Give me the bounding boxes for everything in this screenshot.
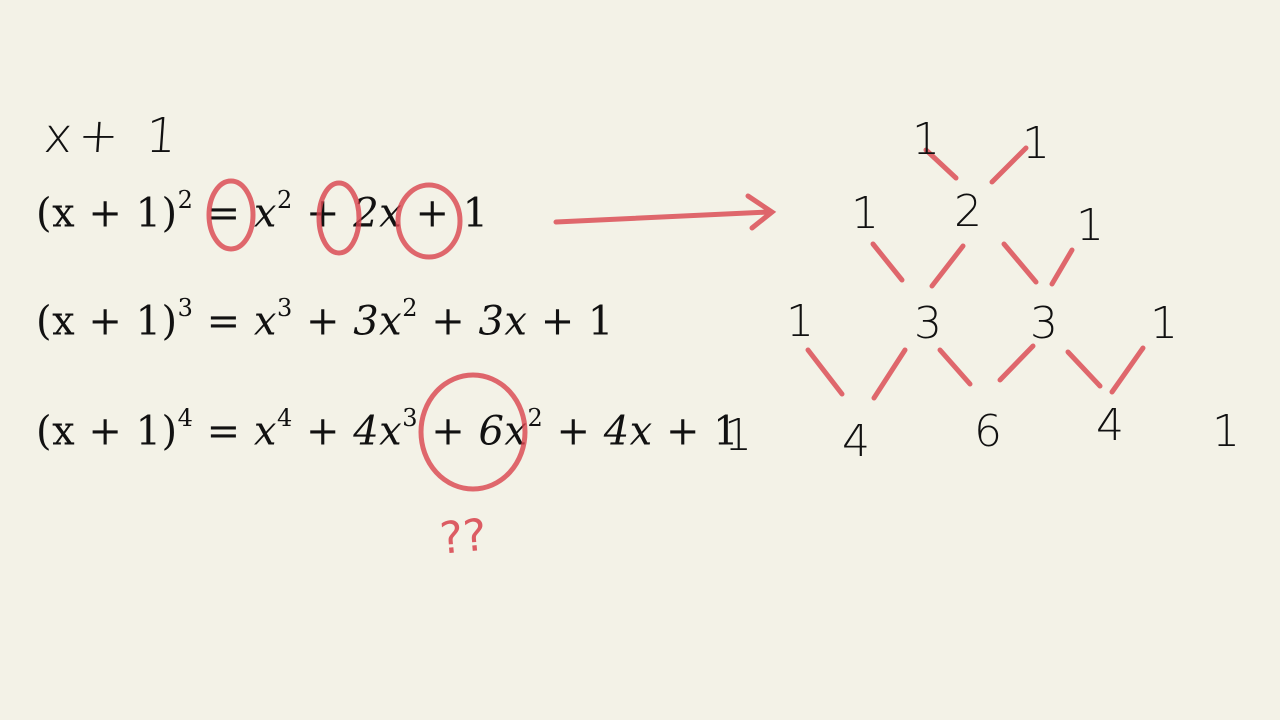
pascal-r1-c2: 1	[1076, 200, 1104, 251]
marker-circle-6x2	[418, 372, 528, 492]
term: 1	[462, 190, 489, 237]
question-annotation: ??	[438, 510, 489, 565]
pascal-r1-c1: 2	[954, 186, 982, 237]
operator: +	[665, 408, 700, 455]
exponent: 4	[177, 404, 194, 432]
pascal-r1-c0: 1	[851, 188, 879, 239]
pascal-r2-c2: 3	[1030, 298, 1058, 349]
marker-circle-1	[206, 178, 256, 252]
exponent: 3	[276, 294, 293, 322]
pascal-r3-c2: 6	[974, 406, 1002, 457]
exponent: 2	[177, 186, 194, 214]
pascal-r2-c1: 3	[914, 298, 942, 349]
equals: =	[206, 298, 241, 345]
operator: +	[556, 408, 591, 455]
term: 3x	[353, 298, 403, 345]
exponent: 2	[402, 294, 418, 322]
lhs: (x + 1)	[36, 408, 178, 455]
operator: +	[431, 408, 466, 455]
equation-cube: (x + 1)3 = x3 + 3x2 + 3x + 1	[36, 294, 614, 345]
exponent: 2	[276, 186, 293, 214]
pascal-r0-c1: 1	[1022, 118, 1050, 169]
marker-circle-3	[395, 182, 463, 260]
term: 4x	[353, 408, 403, 455]
exponent: 3	[402, 404, 418, 432]
exponent: 2	[527, 404, 544, 432]
pascal-r3-c1: 4	[842, 416, 870, 467]
pascal-r0-c0: 1	[912, 114, 940, 165]
marker-pascal-links	[805, 145, 1146, 401]
pascal-r2-c3: 1	[1150, 298, 1178, 349]
term: 3x	[478, 298, 528, 345]
equation-square: (x + 1)2 = x2 + 2x + 1	[36, 186, 489, 237]
term: 1	[713, 408, 740, 455]
operator: +	[540, 298, 575, 345]
operator: +	[431, 298, 466, 345]
exponent: 4	[276, 404, 293, 432]
equation-fourth-power: (x + 1)4 = x4 + 4x3 + 6x2 + 4x + 1	[36, 404, 740, 455]
term: x	[253, 190, 277, 237]
operator: +	[305, 298, 340, 345]
pascal-r2-c0: 1	[786, 296, 814, 347]
pascal-r3-c4: 1	[1212, 406, 1240, 457]
lhs: (x + 1)	[36, 190, 178, 237]
term: x	[253, 408, 277, 455]
term: 1	[587, 298, 614, 345]
term: 4x	[603, 408, 653, 455]
pascal-r3-c0: 1	[724, 410, 752, 461]
exponent: 3	[177, 294, 194, 322]
operator: +	[305, 408, 340, 455]
term: x	[253, 298, 277, 345]
operator: +	[415, 190, 450, 237]
lhs: (x + 1)	[36, 298, 178, 345]
marker-arrow	[553, 193, 777, 231]
term: 6x	[478, 408, 528, 455]
marker-circle-2	[316, 180, 362, 256]
equals: =	[206, 408, 241, 455]
pascal-r3-c3: 4	[1096, 400, 1124, 451]
